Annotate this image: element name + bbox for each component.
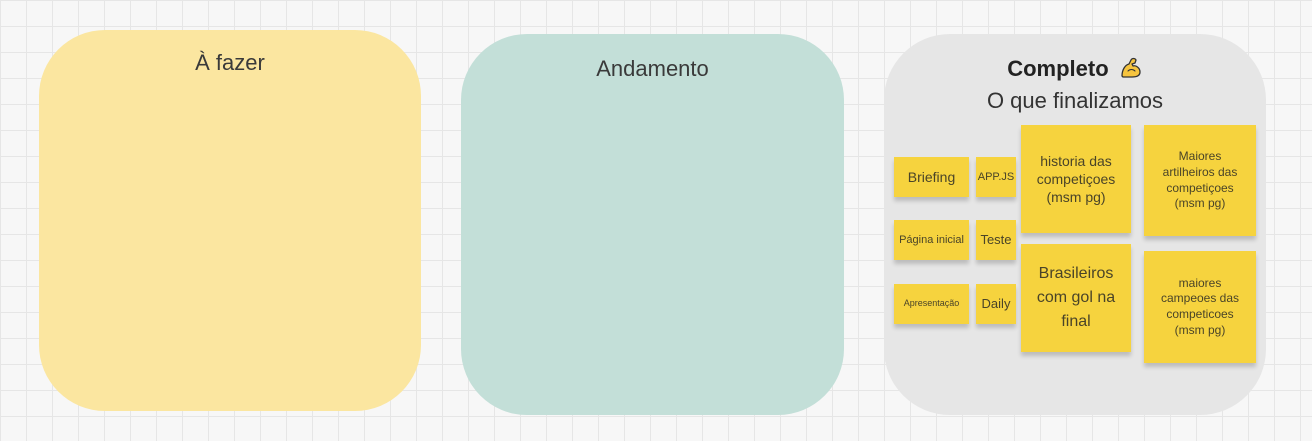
column-in-progress[interactable]: Andamento (461, 34, 844, 415)
sticky-note-text: Teste (980, 231, 1012, 247)
sticky-note-text: Brasileiros com gol na final (1036, 265, 1116, 330)
sticky-note-teste[interactable]: Teste (976, 220, 1016, 260)
sticky-note-briefing[interactable]: Briefing (894, 157, 969, 197)
sticky-note-text: historia das competiçoes (msm pg) (1036, 152, 1116, 206)
sticky-note-text: maiores campeoes das competicoes (msm pg… (1160, 275, 1240, 337)
sticky-note-appjs[interactable]: APP.JS (976, 157, 1016, 197)
column-todo-title: À fazer (195, 50, 265, 75)
sticky-note-text: Briefing (907, 168, 956, 185)
sticky-note-text: Maiores artilheiros das competiçoes (msm… (1162, 149, 1238, 211)
column-in-progress-title: Andamento (596, 56, 709, 81)
column-todo[interactable]: À fazer (39, 30, 421, 411)
column-done-title-row: Completo (884, 56, 1266, 82)
sticky-note-apresentacao[interactable]: Apresentação (894, 284, 969, 324)
column-done-subtitle: O que finalizamos (986, 88, 1164, 113)
sticky-note-text: Apresentação (903, 298, 960, 309)
sticky-note-campeoes[interactable]: maiores campeoes das competicoes (msm pg… (1144, 251, 1256, 363)
sticky-note-pagina-inicial[interactable]: Página inicial (894, 220, 969, 260)
column-done-title: Completo (1007, 56, 1109, 81)
sticky-note-text: Daily (981, 295, 1011, 311)
flexed-biceps-icon (1119, 56, 1143, 80)
sticky-note-artilheiros[interactable]: Maiores artilheiros das competiçoes (msm… (1144, 125, 1256, 236)
sticky-note-text: Página inicial (899, 233, 964, 246)
sticky-note-brasileiros[interactable]: Brasileiros com gol na final (1021, 244, 1131, 352)
sticky-note-historia[interactable]: historia das competiçoes (msm pg) (1021, 125, 1131, 233)
sticky-note-daily[interactable]: Daily (976, 284, 1016, 324)
sticky-note-text: APP.JS (977, 170, 1015, 183)
